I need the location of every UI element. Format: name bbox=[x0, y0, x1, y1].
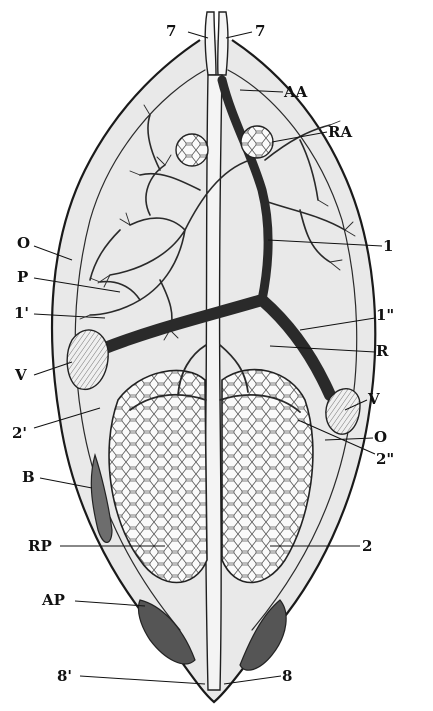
top-tube-left bbox=[205, 12, 216, 75]
label-o-right: O bbox=[374, 428, 387, 446]
label-ra: RA bbox=[328, 123, 352, 141]
label-r: R bbox=[376, 342, 389, 360]
label-1-prime: 1' bbox=[14, 304, 29, 322]
label-2-prime: 2' bbox=[12, 424, 27, 442]
central-vessel bbox=[206, 75, 222, 690]
label-b: B bbox=[22, 468, 35, 486]
gland-right bbox=[241, 126, 273, 158]
label-o-left: O bbox=[17, 234, 30, 252]
label-2-double-prime: 2" bbox=[376, 450, 394, 468]
label-8: 8 bbox=[282, 667, 292, 685]
label-2: 2 bbox=[362, 537, 372, 555]
label-v-right: V bbox=[367, 390, 380, 408]
label-7-right: 7 bbox=[255, 22, 265, 40]
label-8-prime: 8' bbox=[57, 667, 72, 685]
label-ap: AP bbox=[41, 591, 65, 609]
label-1: 1 bbox=[383, 237, 393, 255]
label-7-left: 7 bbox=[166, 22, 176, 40]
top-tube-right bbox=[218, 12, 228, 75]
gland-left bbox=[176, 134, 208, 166]
label-aa: AA bbox=[283, 83, 308, 101]
label-1-double-prime: 1" bbox=[376, 306, 394, 324]
label-rp: RP bbox=[28, 537, 52, 555]
label-v-left: V bbox=[14, 366, 27, 384]
label-p: P bbox=[17, 268, 28, 286]
